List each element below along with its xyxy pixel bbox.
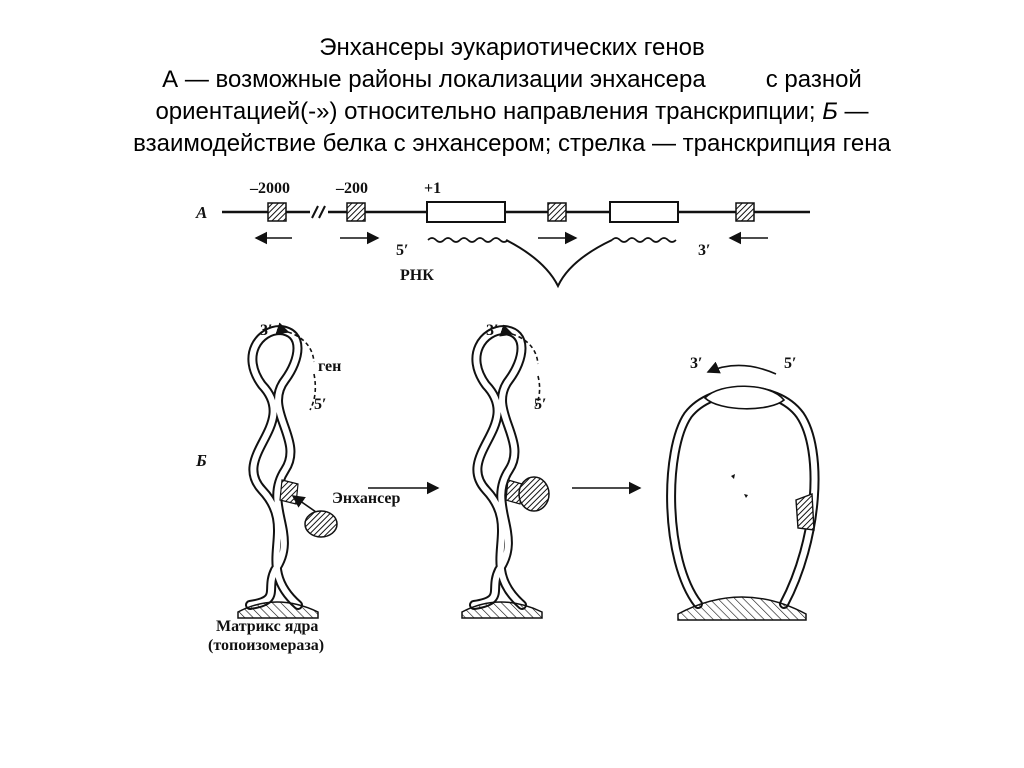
caption: Энхансеры эукариотических генов А — возм… [0, 32, 1024, 160]
enhancer-complex-3 [795, 493, 815, 531]
loop-1-three-prime: 3′ [260, 322, 273, 339]
caption-line-3-start: ориентацией(-») относительно направления… [155, 98, 823, 125]
loop-3-marks [731, 474, 748, 498]
caption-line-3-italic: Б [822, 98, 838, 125]
rna-exon-wave-1 [427, 237, 509, 243]
enhancer-box-1 [267, 202, 287, 222]
rna-label: РНК [400, 267, 434, 284]
enhancer-protein-1 [304, 510, 338, 538]
position-minus-200: –200 [335, 180, 368, 197]
caption-line-3-end: — [837, 98, 869, 125]
loop-1-gene-label: ген [318, 358, 341, 375]
panel-b: Б 3′ ген 5′ Энхансер Матрикс ядра (топои… [195, 322, 820, 654]
nuclear-matrix-1 [237, 601, 319, 619]
panel-a-label: А [195, 203, 207, 222]
matrix-label-line-1: Матрикс ядра [216, 618, 318, 635]
panel-a: А –2000 –200 +1 5′ 3′ РНК [195, 180, 810, 289]
chromatin-loop-2 [469, 324, 550, 610]
transcription-arrow-2-tail [535, 375, 541, 407]
transcription-arrow-1 [275, 322, 315, 363]
enhancer-segment-1 [279, 479, 299, 505]
chromatin-loop-1 [245, 324, 303, 610]
transcription-arrow-3 [706, 361, 777, 375]
caption-line-4: взаимодействие белка с энхансером; стрел… [133, 130, 891, 157]
enhancer-box-2 [346, 202, 366, 222]
position-plus-1: +1 [424, 180, 441, 197]
loop-2-five-prime: 5′ [534, 396, 547, 413]
panel-b-label: Б [195, 451, 207, 470]
loop-3-five-prime: 5′ [784, 355, 797, 372]
caption-line-2: А — возможные районы локализации энхансе… [162, 66, 862, 93]
enhancer-segment-2 [505, 479, 523, 505]
transcription-arrow-1-tail [309, 373, 317, 411]
exon-box-2 [609, 201, 679, 223]
position-minus-2000: –2000 [249, 180, 290, 197]
transcription-bubble [703, 385, 786, 410]
enhancer-box-4 [735, 202, 755, 222]
splice-v-line [505, 239, 613, 289]
matrix-label-line-2: (топоизомераза) [208, 637, 324, 654]
loop-3-three-prime: 3′ [690, 355, 703, 372]
binding-arrow [291, 495, 317, 513]
enhancer-box-3 [547, 202, 567, 222]
rna-five-prime: 5′ [396, 242, 409, 259]
rna-three-prime: 3′ [698, 242, 711, 259]
loop-2-three-prime: 3′ [486, 322, 499, 339]
exon-box-1 [426, 201, 506, 223]
enhancer-label: Энхансер [332, 490, 400, 507]
loop-1-five-prime: 5′ [314, 396, 327, 413]
enhancer-protein-2 [518, 476, 550, 512]
transcription-arrow-2 [499, 324, 539, 365]
rna-exon-wave-2 [611, 237, 677, 243]
caption-line-1: Энхансеры эукариотических генов [319, 34, 705, 61]
nuclear-matrix-3 [677, 596, 807, 621]
line-break-mark [311, 205, 326, 219]
caption-line-3: ориентацией(-») относительно направления… [0, 96, 1024, 128]
nuclear-matrix-2 [461, 601, 543, 619]
chromatin-loop-3 [666, 385, 820, 609]
